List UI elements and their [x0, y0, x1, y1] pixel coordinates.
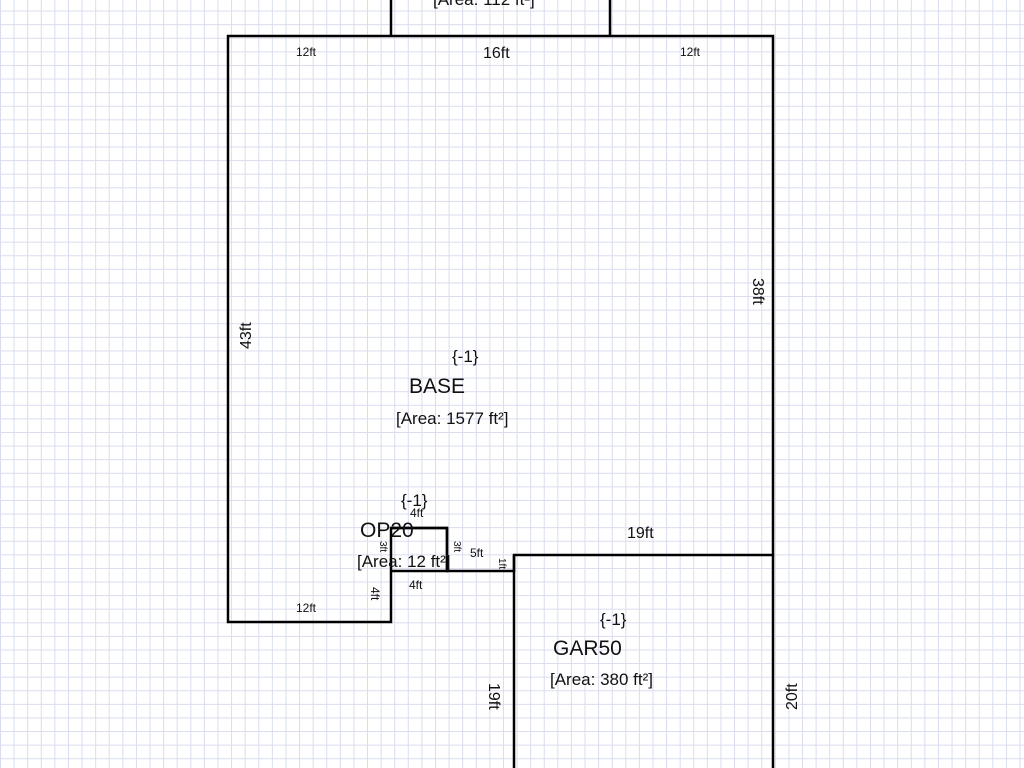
base-dim-right: 38ft	[749, 278, 766, 305]
op20-dim-top: 4ft	[410, 506, 424, 520]
gar50-code: {-1}	[600, 610, 627, 629]
top-room-area: [Area: 112 ft²]	[433, 0, 535, 10]
base-dim-top-mid: 16ft	[483, 45, 510, 62]
op20-dim-left: 3ft	[377, 541, 388, 553]
base-area: [Area: 1577 ft²]	[396, 409, 509, 428]
top-room-outline	[389, 0, 612, 36]
base-dim-notch-vertical: 4ft	[368, 587, 382, 601]
base-dim-small-right: 5ft	[470, 546, 484, 560]
base-name: BASE	[409, 375, 466, 398]
gar50-dim-left: 19ft	[485, 683, 502, 710]
base-dim-notch-horizontal: 4ft	[409, 578, 423, 592]
op20-code: {-1}	[401, 491, 428, 510]
op20-dim-tiny: 1ft	[496, 558, 507, 570]
op20-outline	[391, 526, 449, 573]
op20-dim-right: 3ft	[451, 541, 462, 553]
base-dim-left: 43ft	[238, 322, 255, 349]
base-dim-top-right: 12ft	[680, 45, 701, 59]
gar50-name: GAR50	[553, 637, 622, 660]
base-outline	[226, 34, 775, 624]
gar50-outline	[512, 555, 775, 768]
gar50-area: [Area: 380 ft²]	[550, 670, 653, 689]
op20-area: [Area: 12 ft²]	[357, 552, 451, 571]
op20-name: OP20	[360, 519, 414, 542]
gar50-dim-right: 20ft	[784, 683, 801, 710]
base-dim-top-left: 12ft	[296, 45, 317, 59]
base-code: {-1}	[452, 347, 479, 366]
base-dim-step: 19ft	[627, 525, 654, 542]
base-dim-bottom-left: 12ft	[296, 601, 317, 615]
